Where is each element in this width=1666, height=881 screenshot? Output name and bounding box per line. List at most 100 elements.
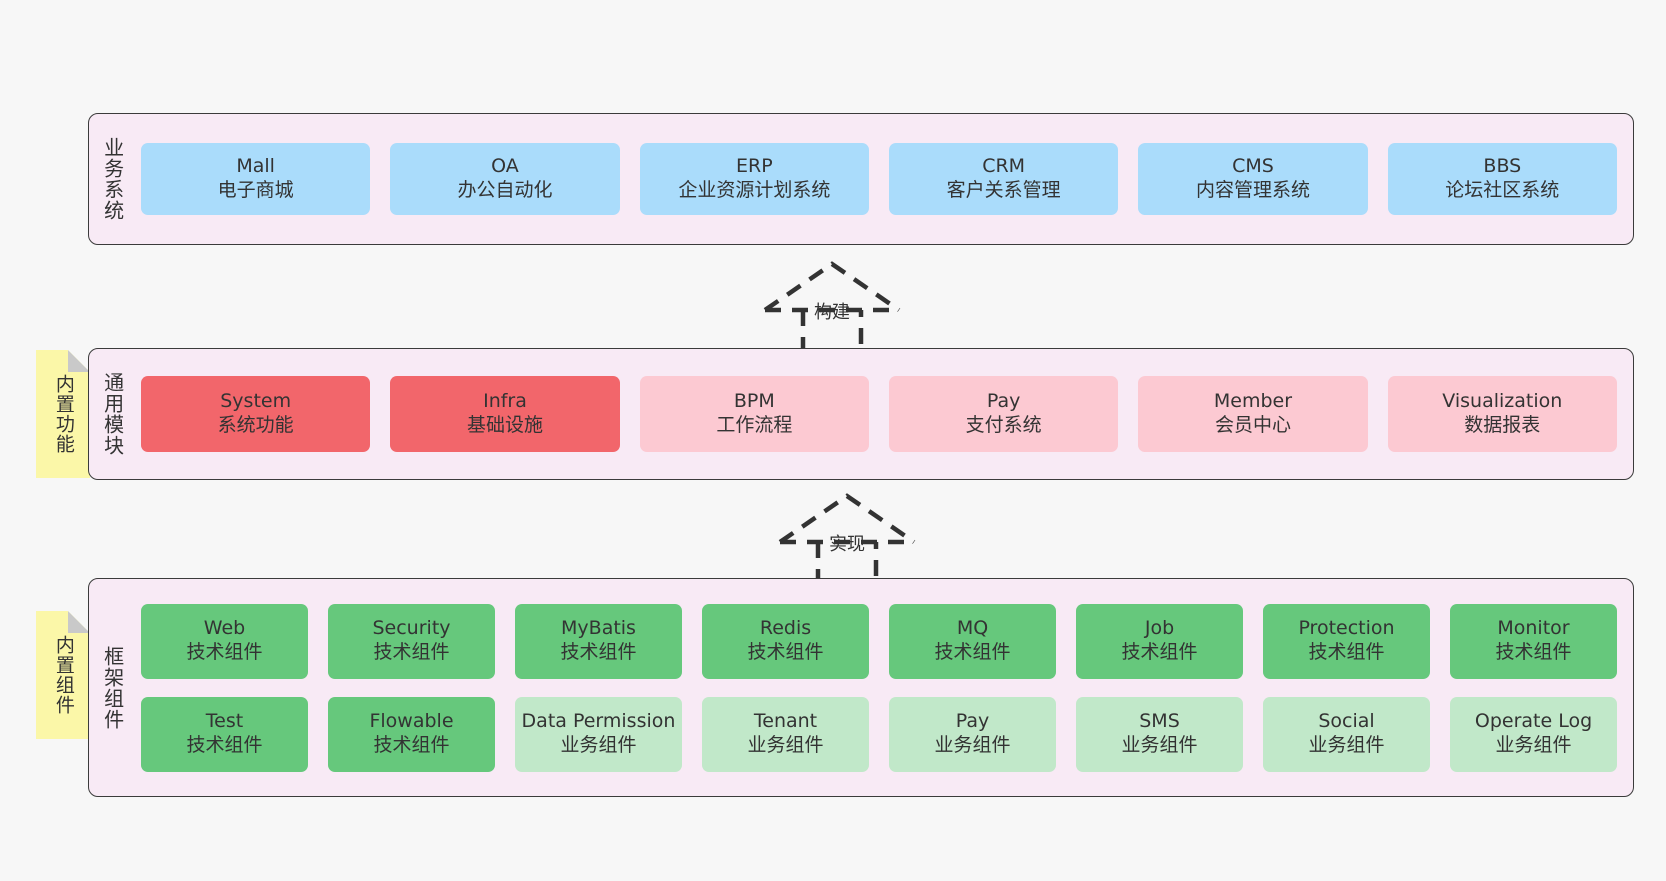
layer-common-module: 通用模块 System 系统功能 Infra 基础设施 BPM 工作流程 Pay… [88, 348, 1634, 480]
node-pay-component[interactable]: Pay 业务组件 [889, 696, 1056, 772]
node-security[interactable]: Security 技术组件 [328, 603, 495, 679]
node-desc: 业务组件 [747, 734, 824, 756]
layer-title-business: 业务系统 [100, 137, 125, 221]
node-desc: 电子商城 [217, 179, 294, 201]
note-fold-corner-icon [68, 611, 90, 633]
node-web[interactable]: Web 技术组件 [141, 603, 308, 679]
node-crm[interactable]: CRM 客户关系管理 [888, 143, 1119, 215]
node-mybatis[interactable]: MyBatis 技术组件 [515, 603, 682, 679]
node-desc: 技术组件 [186, 641, 263, 663]
connector-build: 构建 [757, 258, 907, 355]
node-bbs[interactable]: BBS 论坛社区系统 [1387, 143, 1617, 215]
node-name: Data Permission [521, 710, 676, 733]
connector-realize: 实现 [772, 490, 922, 587]
node-desc: 数据报表 [1464, 414, 1541, 436]
node-sms[interactable]: SMS 业务组件 [1076, 696, 1243, 772]
node-name: Monitor [1497, 617, 1570, 640]
layer-body-business: Mall 电子商城 OA 办公自动化 ERP 企业资源计划系统 CRM 客户关系… [135, 114, 1633, 244]
node-tenant[interactable]: Tenant 业务组件 [702, 696, 869, 772]
node-desc: 支付系统 [965, 414, 1042, 436]
node-desc: 技术组件 [934, 641, 1011, 663]
node-name: Test [205, 710, 244, 733]
node-name: OA [491, 155, 519, 178]
node-name: Job [1144, 617, 1175, 640]
node-pay[interactable]: Pay 支付系统 [888, 376, 1119, 452]
dashed-generalization-arrow-icon [778, 493, 916, 587]
node-name: Member [1213, 390, 1293, 413]
node-desc: 业务组件 [1308, 734, 1385, 756]
node-desc: 业务组件 [1495, 734, 1572, 756]
node-mq[interactable]: MQ 技术组件 [889, 603, 1056, 679]
node-name: Tenant [753, 710, 818, 733]
node-cms[interactable]: CMS 内容管理系统 [1138, 143, 1368, 215]
node-desc: 技术组件 [373, 641, 450, 663]
node-desc: 论坛社区系统 [1445, 179, 1560, 201]
node-name: Flowable [369, 710, 454, 733]
node-desc: 工作流程 [716, 414, 793, 436]
node-row: Mall 电子商城 OA 办公自动化 ERP 企业资源计划系统 CRM 客户关系… [141, 143, 1617, 215]
node-name: System [220, 390, 292, 413]
node-name: Visualization [1442, 390, 1563, 413]
node-row: System 系统功能 Infra 基础设施 BPM 工作流程 Pay 支付系统… [141, 376, 1617, 452]
node-desc: 技术组件 [1495, 641, 1572, 663]
dashed-generalization-arrow-icon [763, 261, 901, 355]
node-name: BPM [733, 390, 775, 413]
node-row: Web 技术组件 Security 技术组件 MyBatis 技术组件 Redi… [141, 603, 1617, 679]
node-protection[interactable]: Protection 技术组件 [1263, 603, 1430, 679]
node-member[interactable]: Member 会员中心 [1138, 376, 1368, 452]
node-mall[interactable]: Mall 电子商城 [141, 143, 371, 215]
layer-title-frame: 框架组件 [100, 645, 125, 730]
node-flowable[interactable]: Flowable 技术组件 [328, 696, 495, 772]
layer-business-system: 业务系统 Mall 电子商城 OA 办公自动化 ERP 企业资源计划系统 CRM… [88, 113, 1634, 245]
node-desc: 技术组件 [186, 734, 263, 756]
node-name: Protection [1298, 617, 1395, 640]
node-name: Pay [955, 710, 990, 733]
layer-body-frame: Web 技术组件 Security 技术组件 MyBatis 技术组件 Redi… [135, 579, 1633, 796]
node-job[interactable]: Job 技术组件 [1076, 603, 1243, 679]
node-row: Test 技术组件 Flowable 技术组件 Data Permission … [141, 696, 1617, 772]
node-desc: 技术组件 [747, 641, 824, 663]
note-label: 内置功能 [52, 374, 75, 454]
node-desc: 技术组件 [560, 641, 637, 663]
layer-title-common: 通用模块 [100, 372, 125, 456]
node-redis[interactable]: Redis 技术组件 [702, 603, 869, 679]
node-test[interactable]: Test 技术组件 [141, 696, 308, 772]
node-name: ERP [735, 155, 773, 178]
node-name: CMS [1232, 155, 1274, 178]
node-name: Social [1318, 710, 1375, 733]
node-desc: 内容管理系统 [1195, 179, 1310, 201]
node-name: Mall [236, 155, 275, 178]
note-fold-corner-icon [68, 350, 90, 372]
node-name: Pay [986, 390, 1021, 413]
node-desc: 业务组件 [560, 734, 637, 756]
node-desc: 技术组件 [373, 734, 450, 756]
node-desc: 业务组件 [934, 734, 1011, 756]
node-operate-log[interactable]: Operate Log 业务组件 [1450, 696, 1617, 772]
node-desc: 技术组件 [1308, 641, 1385, 663]
node-desc: 技术组件 [1121, 641, 1198, 663]
node-name: Infra [483, 390, 527, 413]
node-monitor[interactable]: Monitor 技术组件 [1450, 603, 1617, 679]
node-system[interactable]: System 系统功能 [141, 376, 371, 452]
node-name: SMS [1139, 710, 1180, 733]
node-desc: 业务组件 [1121, 734, 1198, 756]
node-desc: 基础设施 [466, 414, 543, 436]
node-social[interactable]: Social 业务组件 [1263, 696, 1430, 772]
note-label: 内置组件 [52, 635, 75, 715]
node-name: Web [203, 617, 246, 640]
node-erp[interactable]: ERP 企业资源计划系统 [639, 143, 869, 215]
node-name: Operate Log [1474, 710, 1593, 733]
node-oa[interactable]: OA 办公自动化 [390, 143, 620, 215]
node-name: Security [372, 617, 451, 640]
node-data-permission[interactable]: Data Permission 业务组件 [515, 696, 682, 772]
node-name: MyBatis [561, 617, 636, 640]
node-bpm[interactable]: BPM 工作流程 [639, 376, 869, 452]
layer-body-common: System 系统功能 Infra 基础设施 BPM 工作流程 Pay 支付系统… [135, 349, 1633, 479]
node-desc: 系统功能 [217, 414, 294, 436]
node-visualization[interactable]: Visualization 数据报表 [1387, 376, 1617, 452]
node-infra[interactable]: Infra 基础设施 [390, 376, 620, 452]
node-name: Redis [759, 617, 812, 640]
note-builtin-component: 内置组件 [36, 611, 90, 739]
layer-framework-component: 框架组件 Web 技术组件 Security 技术组件 MyBatis 技术组件… [88, 578, 1634, 797]
node-name: MQ [956, 617, 989, 640]
